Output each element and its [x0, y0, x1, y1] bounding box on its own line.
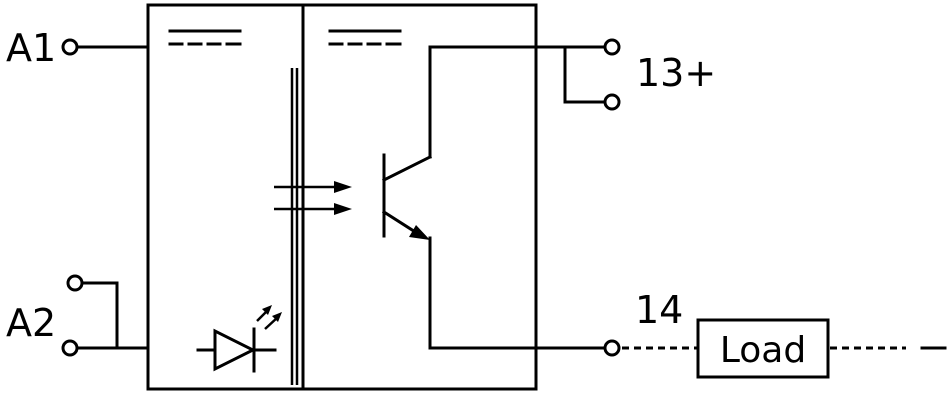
a2-terminal[interactable]: [61, 339, 79, 357]
a2-label: A2: [6, 301, 56, 345]
dc-symbol-icon: [168, 29, 242, 46]
optical-barrier: [290, 68, 299, 385]
dc-symbol-icon: [328, 29, 402, 46]
t13-label: 13+: [636, 51, 716, 95]
t13-terminal[interactable]: [603, 38, 621, 56]
t13-terminal-lower[interactable]: [603, 93, 621, 111]
supply-minus-label: –: [934, 347, 935, 349]
t14-terminal[interactable]: [603, 339, 621, 357]
npn-transistor-icon: [381, 45, 433, 350]
output-section: [301, 3, 538, 391]
light-arrow-icon: [274, 181, 352, 215]
load-box: [696, 318, 830, 379]
a2-wiring: [75, 281, 150, 350]
t13-wiring: [428, 45, 607, 104]
a2-terminal-upper[interactable]: [66, 274, 84, 292]
t14-label: 14: [635, 288, 683, 332]
led-icon: [196, 305, 282, 373]
load-label: Load: [720, 330, 806, 371]
input-section: [146, 3, 305, 391]
a1-terminal[interactable]: [61, 38, 79, 56]
a1-label: A1: [6, 26, 56, 70]
